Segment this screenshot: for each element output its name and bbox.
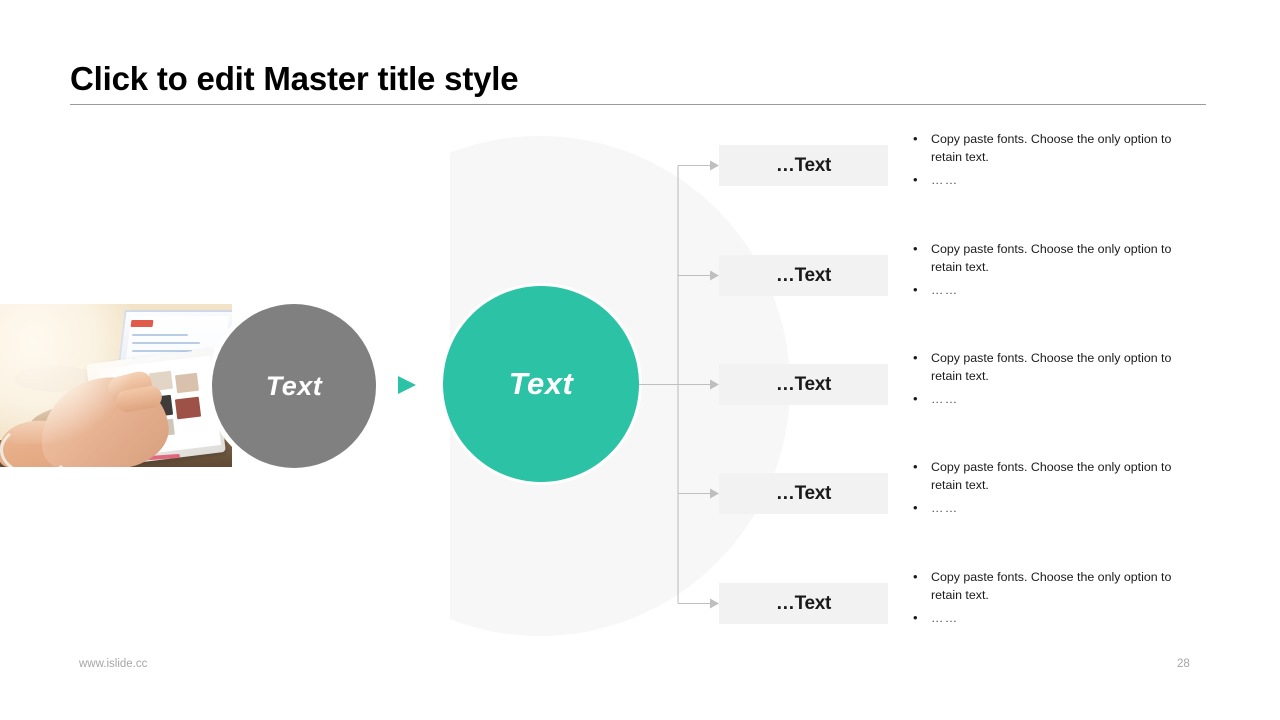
hub-circle-label: Text: [508, 366, 574, 401]
row-bullets: Copy paste fonts. Choose the only option…: [905, 349, 1205, 409]
photo-cable: [0, 424, 72, 467]
bullet-item: Copy paste fonts. Choose the only option…: [905, 240, 1205, 276]
source-circle-label: Text: [265, 370, 323, 401]
footer-page-number: 28: [1177, 658, 1190, 670]
row-box[interactable]: …Text: [719, 255, 888, 296]
photo-screen-accent: [130, 320, 154, 327]
row-box-label: …Text: [775, 592, 832, 614]
row-box-label: …Text: [775, 482, 832, 504]
connector-arrowhead-5: [710, 598, 719, 609]
photo-screen-line: [131, 334, 189, 336]
row-bullets: Copy paste fonts. Choose the only option…: [905, 130, 1205, 190]
source-circle[interactable]: Text: [212, 304, 376, 468]
bullet-item: ……: [905, 390, 1205, 409]
row-box[interactable]: …Text: [719, 583, 888, 624]
play-triangle-icon: [398, 376, 416, 394]
title-block: Click to edit Master title style: [70, 58, 1206, 100]
connector-arrowhead-1: [710, 160, 719, 171]
row-bullets: Copy paste fonts. Choose the only option…: [905, 568, 1205, 628]
bullet-item: ……: [905, 281, 1205, 300]
row-box-label: …Text: [775, 264, 832, 286]
row-box[interactable]: …Text: [719, 364, 888, 405]
row-box-label: …Text: [775, 154, 832, 176]
photo-thumbnail: [0, 304, 232, 467]
footer-url[interactable]: www.islide.cc: [79, 658, 148, 670]
row-box[interactable]: …Text: [719, 145, 888, 186]
photo-light-glow: [0, 304, 130, 444]
photo-tablet-thumb: [174, 396, 202, 420]
title-divider: [70, 104, 1206, 105]
row-box[interactable]: …Text: [719, 473, 888, 514]
bullet-item: Copy paste fonts. Choose the only option…: [905, 458, 1205, 494]
page-title[interactable]: Click to edit Master title style: [70, 60, 519, 97]
bullet-item: Copy paste fonts. Choose the only option…: [905, 349, 1205, 385]
bullet-item: ……: [905, 171, 1205, 190]
bullet-item: Copy paste fonts. Choose the only option…: [905, 130, 1205, 166]
row-box-label: …Text: [775, 373, 832, 395]
row-bullets: Copy paste fonts. Choose the only option…: [905, 458, 1205, 518]
bullet-item: Copy paste fonts. Choose the only option…: [905, 568, 1205, 604]
row-bullets: Copy paste fonts. Choose the only option…: [905, 240, 1205, 300]
photo-tablet-thumb: [174, 372, 200, 394]
bullet-item: ……: [905, 609, 1205, 628]
photo-screen-line: [131, 342, 201, 344]
hub-circle[interactable]: Text: [443, 286, 639, 482]
bullet-item: ……: [905, 499, 1205, 518]
